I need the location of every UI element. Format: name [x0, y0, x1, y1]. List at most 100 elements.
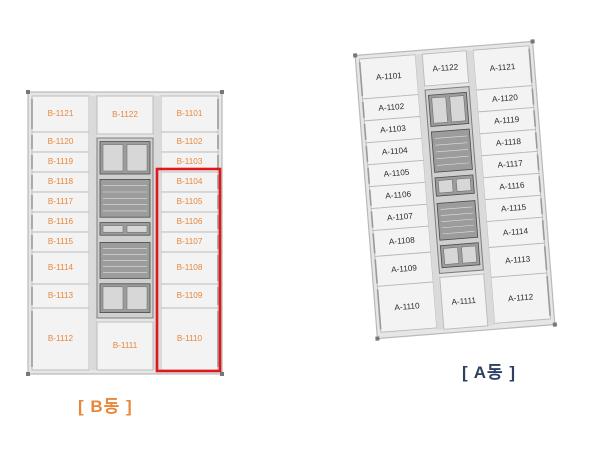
unit-label: B-1112 [48, 334, 74, 343]
stair-step [442, 231, 475, 235]
window-line [534, 132, 538, 149]
unit-label: A-1119 [494, 115, 520, 126]
unit-label: B-1108 [177, 263, 203, 272]
unit-label: A-1113 [505, 254, 531, 265]
window-line [368, 189, 372, 206]
unit-label: B-1103 [177, 157, 203, 166]
corner-column [552, 322, 558, 327]
elevator-car [431, 96, 448, 124]
corridor [466, 50, 495, 326]
unit-label: B-1119 [48, 157, 74, 166]
elevator-car [449, 95, 466, 123]
unit-label: A-1118 [496, 137, 522, 148]
elevator-car [461, 245, 477, 264]
unit-room [160, 307, 219, 371]
corridor [415, 54, 444, 330]
unit-label: A-1107 [387, 212, 414, 223]
unit-label: A-1116 [499, 181, 525, 192]
stair-step [435, 142, 468, 146]
unit-label: B-1102 [177, 137, 203, 146]
unit-label: A-1101 [376, 71, 403, 82]
unit-label: A-1108 [389, 235, 416, 246]
building-b-caption: [ B동 ] [78, 397, 133, 416]
window-line [365, 145, 369, 162]
elevator-car [102, 225, 124, 233]
window-line [543, 246, 548, 271]
window-line [362, 101, 365, 118]
elevator-car [102, 286, 124, 310]
unit-room [160, 95, 219, 133]
stair-step [434, 135, 467, 139]
corner-column [530, 39, 535, 44]
building-a-drawing: A-1101A-1102A-1103A-1104A-1105A-1106A-11… [352, 39, 558, 341]
unit-label: A-1106 [385, 190, 412, 201]
unit-room [31, 95, 90, 133]
window-line [546, 275, 551, 316]
unit-label: A-1121 [489, 62, 516, 73]
stair-step [435, 149, 468, 153]
stair-step [441, 224, 474, 229]
highlight-box [155, 167, 222, 373]
unit-label: B-1114 [48, 263, 74, 272]
unit-label: A-1115 [501, 203, 527, 214]
unit-room [160, 251, 219, 285]
elevator-car [126, 144, 148, 172]
elevator-car [443, 247, 460, 265]
unit-label: B-1109 [177, 291, 203, 300]
unit-label: B-1101 [177, 109, 203, 118]
stair-step [436, 155, 469, 159]
unit-label: A-1120 [492, 93, 519, 104]
corner-column [26, 90, 30, 94]
window-line [533, 110, 537, 127]
unit-room [31, 307, 90, 371]
elevator-car [437, 179, 454, 194]
unit-label: B-1110 [177, 334, 203, 343]
unit-label: A-1105 [383, 168, 410, 179]
corner-column [26, 372, 30, 376]
window-line [538, 176, 542, 193]
window-line [358, 62, 364, 97]
unit-label: A-1117 [497, 159, 523, 170]
unit-label: B-1118 [48, 177, 74, 186]
unit-label: A-1111 [451, 296, 477, 307]
unit-label: B-1117 [48, 197, 74, 206]
stair-step [436, 162, 469, 166]
corner-column [220, 90, 224, 94]
corner-column [375, 336, 380, 341]
window-line [531, 88, 535, 105]
plan-group: B-1121B-1120B-1119B-1118B-1117B-1116B-11… [26, 90, 224, 376]
unit-label: A-1104 [382, 146, 409, 157]
unit-label: B-1106 [177, 217, 203, 226]
stair-step [440, 212, 473, 216]
window-line [528, 48, 533, 83]
unit-label: A-1102 [378, 102, 405, 113]
window-line [367, 167, 371, 184]
elevator-car [102, 144, 124, 172]
elevator-car [126, 225, 148, 233]
window-line [376, 289, 382, 330]
building-a-caption: [ A동 ] [462, 363, 517, 382]
unit-room [421, 50, 470, 87]
elevator-car [455, 177, 472, 192]
unit-label: A-1122 [432, 63, 459, 74]
unit-label: B-1105 [177, 197, 203, 206]
window-line [536, 154, 540, 171]
window-line [372, 233, 376, 254]
window-line [541, 220, 546, 241]
window-line [370, 211, 374, 228]
building-b-drawing: B-1121B-1120B-1119B-1118B-1117B-1116B-11… [26, 90, 224, 376]
corner-column [352, 53, 358, 58]
elevator-car [126, 286, 148, 310]
stair-step [441, 218, 474, 222]
unit-label: B-1111 [113, 341, 138, 350]
unit-label: B-1115 [48, 237, 74, 246]
unit-label: A-1103 [380, 124, 407, 135]
unit-label: B-1120 [48, 137, 74, 146]
corner-column [220, 372, 224, 376]
unit-label: B-1107 [177, 237, 203, 246]
unit-label: B-1122 [112, 110, 138, 119]
unit-label: B-1121 [48, 109, 74, 118]
window-line [540, 198, 543, 215]
